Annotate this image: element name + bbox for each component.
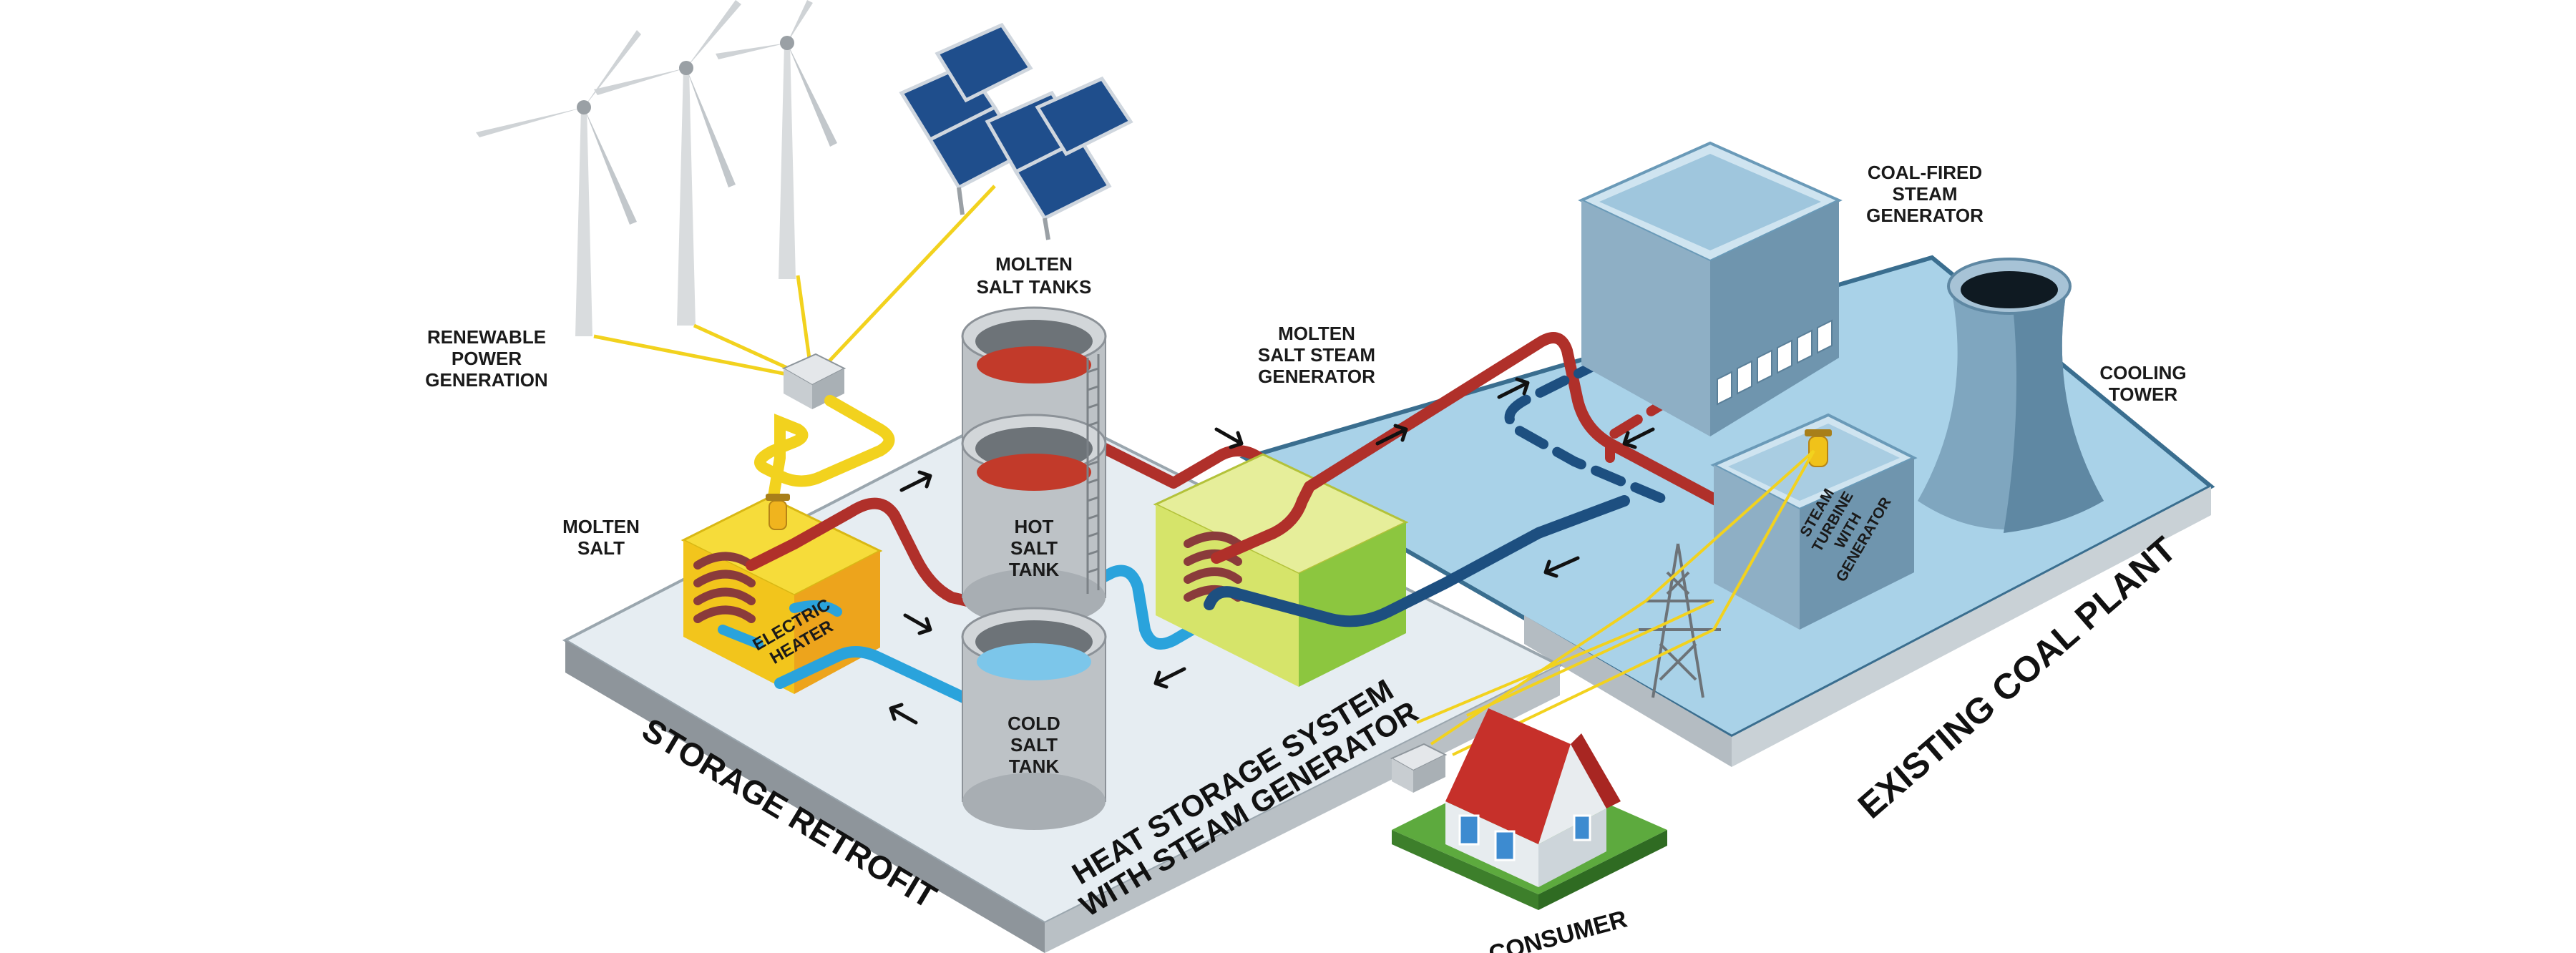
svg-text:SALT TANKS: SALT TANKS xyxy=(977,276,1092,298)
svg-text:RENEWABLE: RENEWABLE xyxy=(427,326,546,348)
coal-fired-steam-generator-label: COAL-FIRED STEAM GENERATOR xyxy=(1866,162,1984,226)
molten-salt-steam-generator xyxy=(1153,453,1409,687)
wind-turbine-1 xyxy=(476,30,641,336)
svg-text:SALT STEAM: SALT STEAM xyxy=(1258,344,1375,366)
cooling-tower-label: COOLING TOWER xyxy=(2099,362,2186,405)
solar-panel-array xyxy=(899,22,1133,240)
consumer-house xyxy=(1390,708,1667,910)
svg-text:GENERATOR: GENERATOR xyxy=(1866,205,1984,226)
svg-text:SALT: SALT xyxy=(577,537,625,559)
wind-turbine-2 xyxy=(594,0,741,326)
molten-salt-tanks xyxy=(961,306,1107,626)
svg-text:COAL-FIRED: COAL-FIRED xyxy=(1868,162,1982,183)
wind-turbine-3 xyxy=(716,0,837,279)
condensate-return-pipe xyxy=(1204,495,1630,627)
svg-text:SALT: SALT xyxy=(1010,537,1058,559)
svg-text:HOT: HOT xyxy=(1015,516,1054,537)
svg-text:TANK: TANK xyxy=(1009,559,1060,580)
renewable-power-generation-label: RENEWABLE POWER GENERATION xyxy=(425,326,547,391)
heater-coil xyxy=(693,552,756,623)
svg-text:TOWER: TOWER xyxy=(2109,383,2178,405)
steam-pipe-to-turbine xyxy=(1211,332,1723,564)
cold-salt-pipe-tank-to-heater xyxy=(774,646,1008,721)
svg-text:SALT: SALT xyxy=(1010,734,1058,756)
svg-text:COLD: COLD xyxy=(1008,713,1060,734)
cooling-tower xyxy=(1918,258,2104,533)
steam-turbine-with-generator xyxy=(1710,413,1918,630)
svg-text:COOLING: COOLING xyxy=(2099,362,2186,383)
hot-salt-pipe-heater-to-tank xyxy=(746,497,1004,614)
existing-steam-loop-dashed xyxy=(1504,356,1672,506)
cold-salt-tank xyxy=(961,607,1107,830)
molten-salt-tanks-label: MOLTEN SALT TANKS xyxy=(977,253,1092,298)
molten-salt-label: MOLTEN SALT xyxy=(562,516,640,559)
consumer-label: CONSUMER xyxy=(1485,905,1629,953)
power-cable-to-heater xyxy=(754,395,895,487)
svg-text:POWER: POWER xyxy=(452,348,522,369)
svg-text:MOLTEN: MOLTEN xyxy=(562,516,640,537)
coal-fired-steam-generator xyxy=(1578,141,1843,436)
svg-text:GENERATION: GENERATION xyxy=(425,369,547,391)
svg-text:MOLTEN: MOLTEN xyxy=(995,253,1073,275)
svg-text:STEAM: STEAM xyxy=(1893,183,1958,205)
svg-text:MOLTEN: MOLTEN xyxy=(1278,323,1355,344)
flow-arrows xyxy=(889,377,1655,725)
renewable-junction-box xyxy=(593,185,996,409)
molten-salt-steam-generator-label: MOLTEN SALT STEAM GENERATOR xyxy=(1258,323,1375,387)
svg-text:TANK: TANK xyxy=(1009,756,1060,777)
hot-salt-tank-label: HOT SALT TANK xyxy=(1009,516,1060,580)
svg-text:GENERATOR: GENERATOR xyxy=(1258,366,1375,387)
cold-salt-tank-label: COLD SALT TANK xyxy=(1008,713,1060,777)
